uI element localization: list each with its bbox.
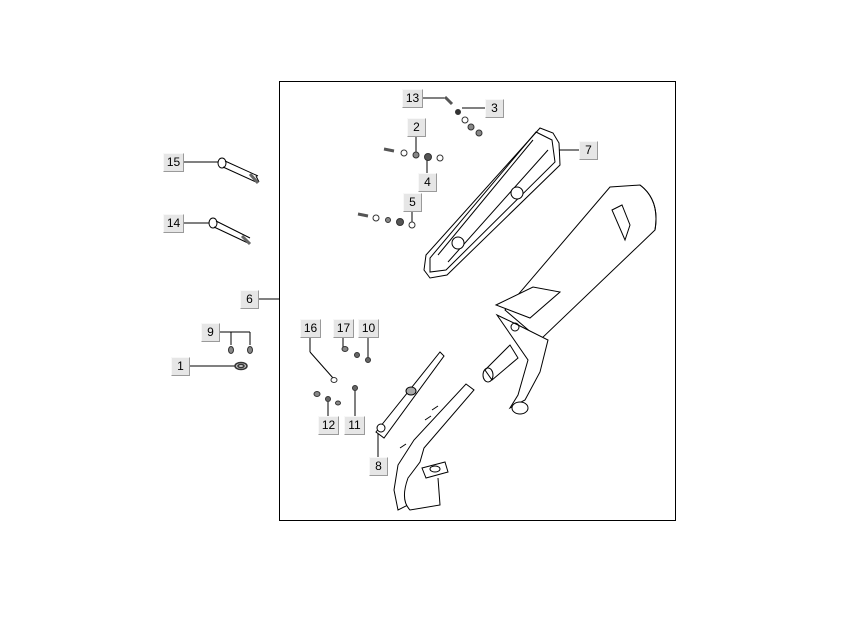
callout-13[interactable]: 13	[402, 89, 423, 108]
heat-shield-7	[423, 127, 561, 279]
callout-9[interactable]: 9	[201, 323, 220, 342]
callout-8[interactable]: 8	[369, 457, 388, 476]
callout-7[interactable]: 7	[579, 141, 598, 160]
hardware-13-3	[443, 95, 483, 137]
callout-2[interactable]: 2	[407, 118, 426, 137]
bolt-14	[208, 217, 252, 246]
callout-17[interactable]: 17	[333, 319, 354, 338]
callout-14[interactable]: 14	[163, 214, 184, 233]
callout-16[interactable]: 16	[300, 319, 321, 338]
muffler	[482, 184, 657, 415]
heat-guard-8	[375, 351, 445, 439]
callout-6[interactable]: 6	[240, 290, 259, 309]
callout-1[interactable]: 1	[171, 357, 190, 376]
assembly-frame	[279, 81, 676, 521]
callout-3[interactable]: 3	[485, 99, 504, 118]
callout-15[interactable]: 15	[163, 153, 184, 172]
bolt-15	[217, 157, 260, 184]
hardware-2-4	[383, 147, 444, 162]
leader-lines	[183, 97, 579, 457]
hardware-5	[357, 212, 416, 229]
callout-4[interactable]: 4	[418, 173, 437, 192]
fasteners-9	[228, 346, 253, 354]
callout-12[interactable]: 12	[318, 416, 339, 435]
callout-10[interactable]: 10	[358, 319, 379, 338]
callout-5[interactable]: 5	[403, 193, 422, 212]
callout-11[interactable]: 11	[344, 416, 365, 435]
header-pipe	[393, 383, 475, 511]
hardware-16-17-10-11-12	[313, 346, 371, 406]
washer-1	[234, 361, 248, 371]
